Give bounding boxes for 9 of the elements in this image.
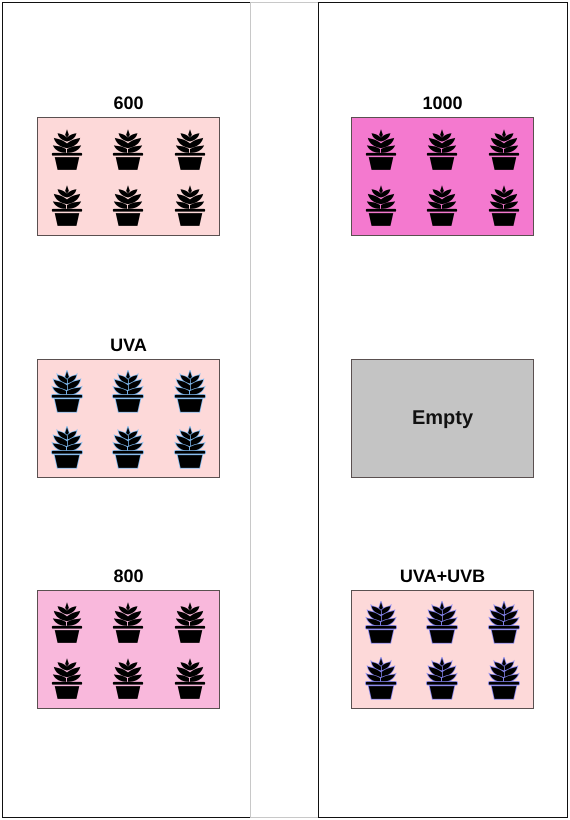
aisle-strip xyxy=(250,2,319,818)
tray-heading: 600 xyxy=(113,92,144,114)
tray-heading: 1000 xyxy=(422,92,463,114)
tray-heading: UVA xyxy=(110,334,147,356)
tray-label: Empty xyxy=(412,407,474,430)
tray-heading: 800 xyxy=(113,565,144,587)
panel xyxy=(2,2,251,818)
panel xyxy=(318,2,568,818)
tray-heading: UVA+UVB xyxy=(400,565,486,587)
